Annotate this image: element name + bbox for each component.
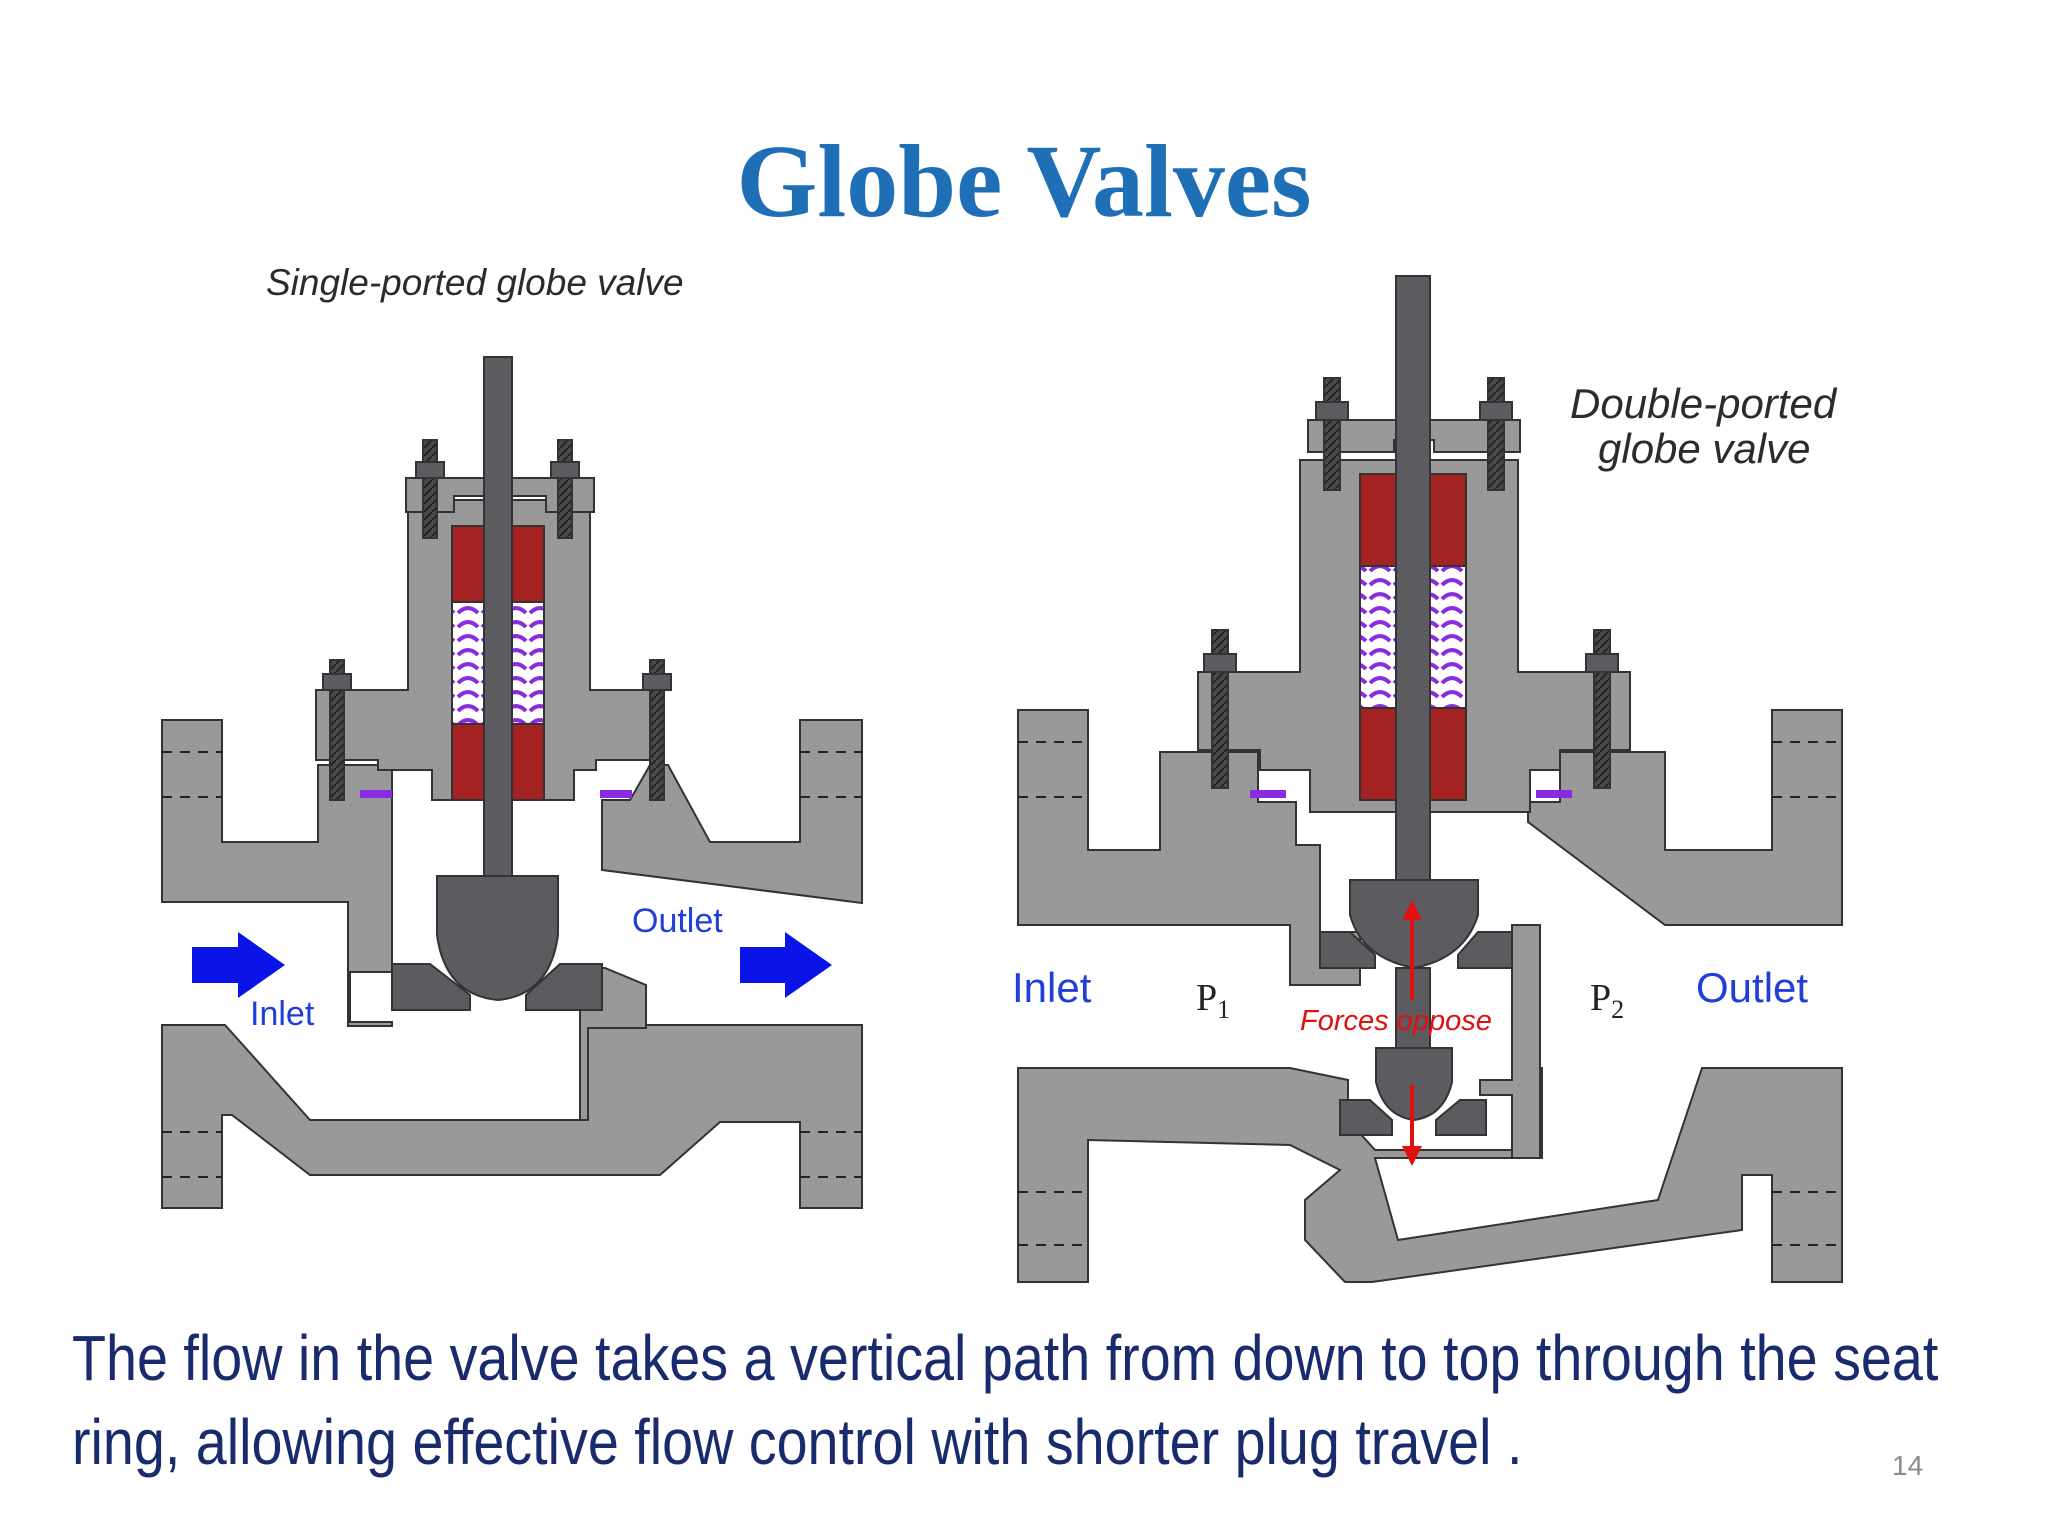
- double-stem: [1395, 275, 1431, 882]
- single-bolt-top-right: [557, 439, 573, 539]
- double-ported-valve: [1017, 275, 1843, 1283]
- p2-letter: P: [1590, 977, 1611, 1019]
- double-nut-side-right: [1585, 653, 1619, 673]
- p1-label: P1: [1196, 977, 1230, 1024]
- single-bolt-side-right: [649, 659, 665, 801]
- double-bolt-top-right: [1487, 377, 1505, 491]
- single-spring-right: [511, 601, 545, 725]
- double-spring-left: [1359, 565, 1397, 709]
- single-nut-side-right: [642, 673, 672, 691]
- single-body-lower: [161, 1024, 863, 1209]
- double-outlet-label: Outlet: [1696, 964, 1808, 1011]
- slide-body-text: The flow in the valve takes a vertical p…: [72, 1316, 1939, 1484]
- p1-letter: P: [1196, 977, 1217, 1019]
- double-bolt-top-left: [1323, 377, 1341, 491]
- single-inlet-label: Inlet: [250, 995, 315, 1033]
- double-lower-seat-right: [1435, 1099, 1487, 1136]
- double-body-lower: [1017, 1067, 1843, 1283]
- single-packing-upper-left: [451, 525, 485, 603]
- p2-subscript: 2: [1611, 995, 1624, 1024]
- forces-arrows-icon: [1402, 900, 1422, 1166]
- single-nut-side-left: [322, 673, 352, 691]
- single-bolt-side-left: [329, 659, 345, 801]
- p1-subscript: 1: [1217, 995, 1230, 1024]
- single-packing-lower-right: [511, 723, 545, 801]
- single-seat-right: [525, 963, 603, 1011]
- page-number: 14: [1892, 1450, 1924, 1481]
- double-packing-upper-left: [1359, 473, 1397, 567]
- double-lower-seat-left: [1339, 1099, 1393, 1136]
- double-flange-dashes: [1018, 741, 1842, 1246]
- double-upper-seat-left: [1319, 931, 1376, 969]
- double-body-web: [1479, 924, 1541, 1159]
- double-valve-caption-line-1: Double-ported: [1570, 380, 1837, 427]
- forces-oppose-label: Forces oppose: [1300, 1005, 1492, 1037]
- double-valve-caption-line-2: globe valve: [1598, 425, 1811, 472]
- double-nut-top-left: [1315, 401, 1349, 421]
- single-spring-left: [451, 601, 485, 725]
- double-packing-lower-left: [1359, 707, 1397, 801]
- single-bolt-top-left: [422, 439, 438, 539]
- double-gasket-right: [1536, 790, 1572, 798]
- single-gasket-right: [600, 790, 632, 798]
- single-nut-top-left: [415, 461, 445, 479]
- single-ported-valve: [161, 356, 863, 1209]
- body-line-1: The flow in the valve takes a vertical p…: [72, 1322, 1939, 1394]
- single-outlet-arrow-icon: [740, 932, 832, 998]
- double-nut-top-right: [1479, 401, 1513, 421]
- single-inlet-arrow-icon: [192, 932, 285, 998]
- double-inlet-label: Inlet: [1012, 964, 1092, 1011]
- double-gasket-left: [1250, 790, 1286, 798]
- double-nut-side-left: [1203, 653, 1237, 673]
- single-body-upper-right: [601, 719, 863, 905]
- double-body-upper-left: [1017, 709, 1361, 986]
- double-packing-lower-right: [1429, 707, 1467, 801]
- single-flange-dashes: [162, 751, 862, 1178]
- single-seat-left: [391, 963, 471, 1011]
- single-gasket-left: [360, 790, 392, 798]
- single-packing-lower-left: [451, 723, 485, 801]
- single-nut-top-right: [550, 461, 580, 479]
- single-outlet-label: Outlet: [632, 902, 723, 940]
- single-packing-upper-right: [511, 525, 545, 603]
- double-lower-plug: [1375, 1047, 1453, 1122]
- double-upper-seat-right: [1457, 931, 1513, 969]
- double-packing-upper-right: [1429, 473, 1467, 567]
- p2-label: P2: [1590, 977, 1624, 1024]
- single-stem: [483, 356, 513, 878]
- body-line-2: ring, allowing effective flow control wi…: [72, 1406, 1523, 1478]
- single-plug: [436, 875, 559, 1002]
- single-valve-caption: Single-ported globe valve: [266, 262, 684, 303]
- double-spring-right: [1429, 565, 1467, 709]
- slide-title: Globe Valves: [736, 124, 1312, 239]
